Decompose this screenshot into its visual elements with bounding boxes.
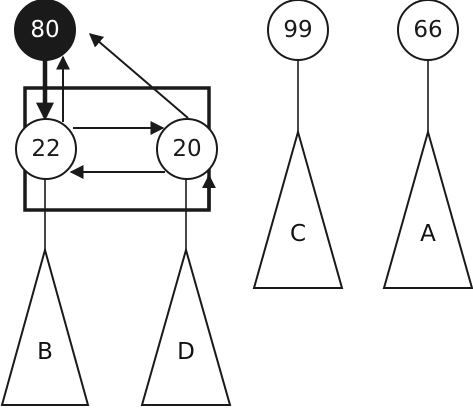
node-99-label: 99 [283,17,312,43]
node-20-label: 20 [172,136,201,162]
tree-edges [44,56,429,250]
subtree-D-label: D [177,339,195,365]
node-66: 66 [397,0,459,61]
pointer-arrows [36,33,216,210]
node-20-circle [156,118,218,180]
subtree-C-label: C [290,221,306,247]
subtree-B-triangle [0,246,90,406]
node-80-label: 80 [30,17,59,43]
subtree-B-label: B [37,339,53,365]
node-22-circle [15,118,77,180]
subtree-A-triangle [382,128,473,289]
subtrees [0,128,473,406]
node-20: 20 [156,118,218,180]
node-22-label: 22 [31,136,60,162]
node-66-label: 66 [413,17,442,43]
arrow-20-to-80 [88,33,189,119]
node-80: 80 [14,0,76,61]
subtree-A-label: A [420,221,436,247]
node-22: 22 [15,118,77,180]
node-99-circle [267,0,329,61]
node-80-circle [14,0,76,61]
node-66-circle [397,0,459,61]
node-99: 99 [267,0,329,61]
subtree-C-triangle [252,128,344,289]
subtree-D-triangle [140,246,232,406]
